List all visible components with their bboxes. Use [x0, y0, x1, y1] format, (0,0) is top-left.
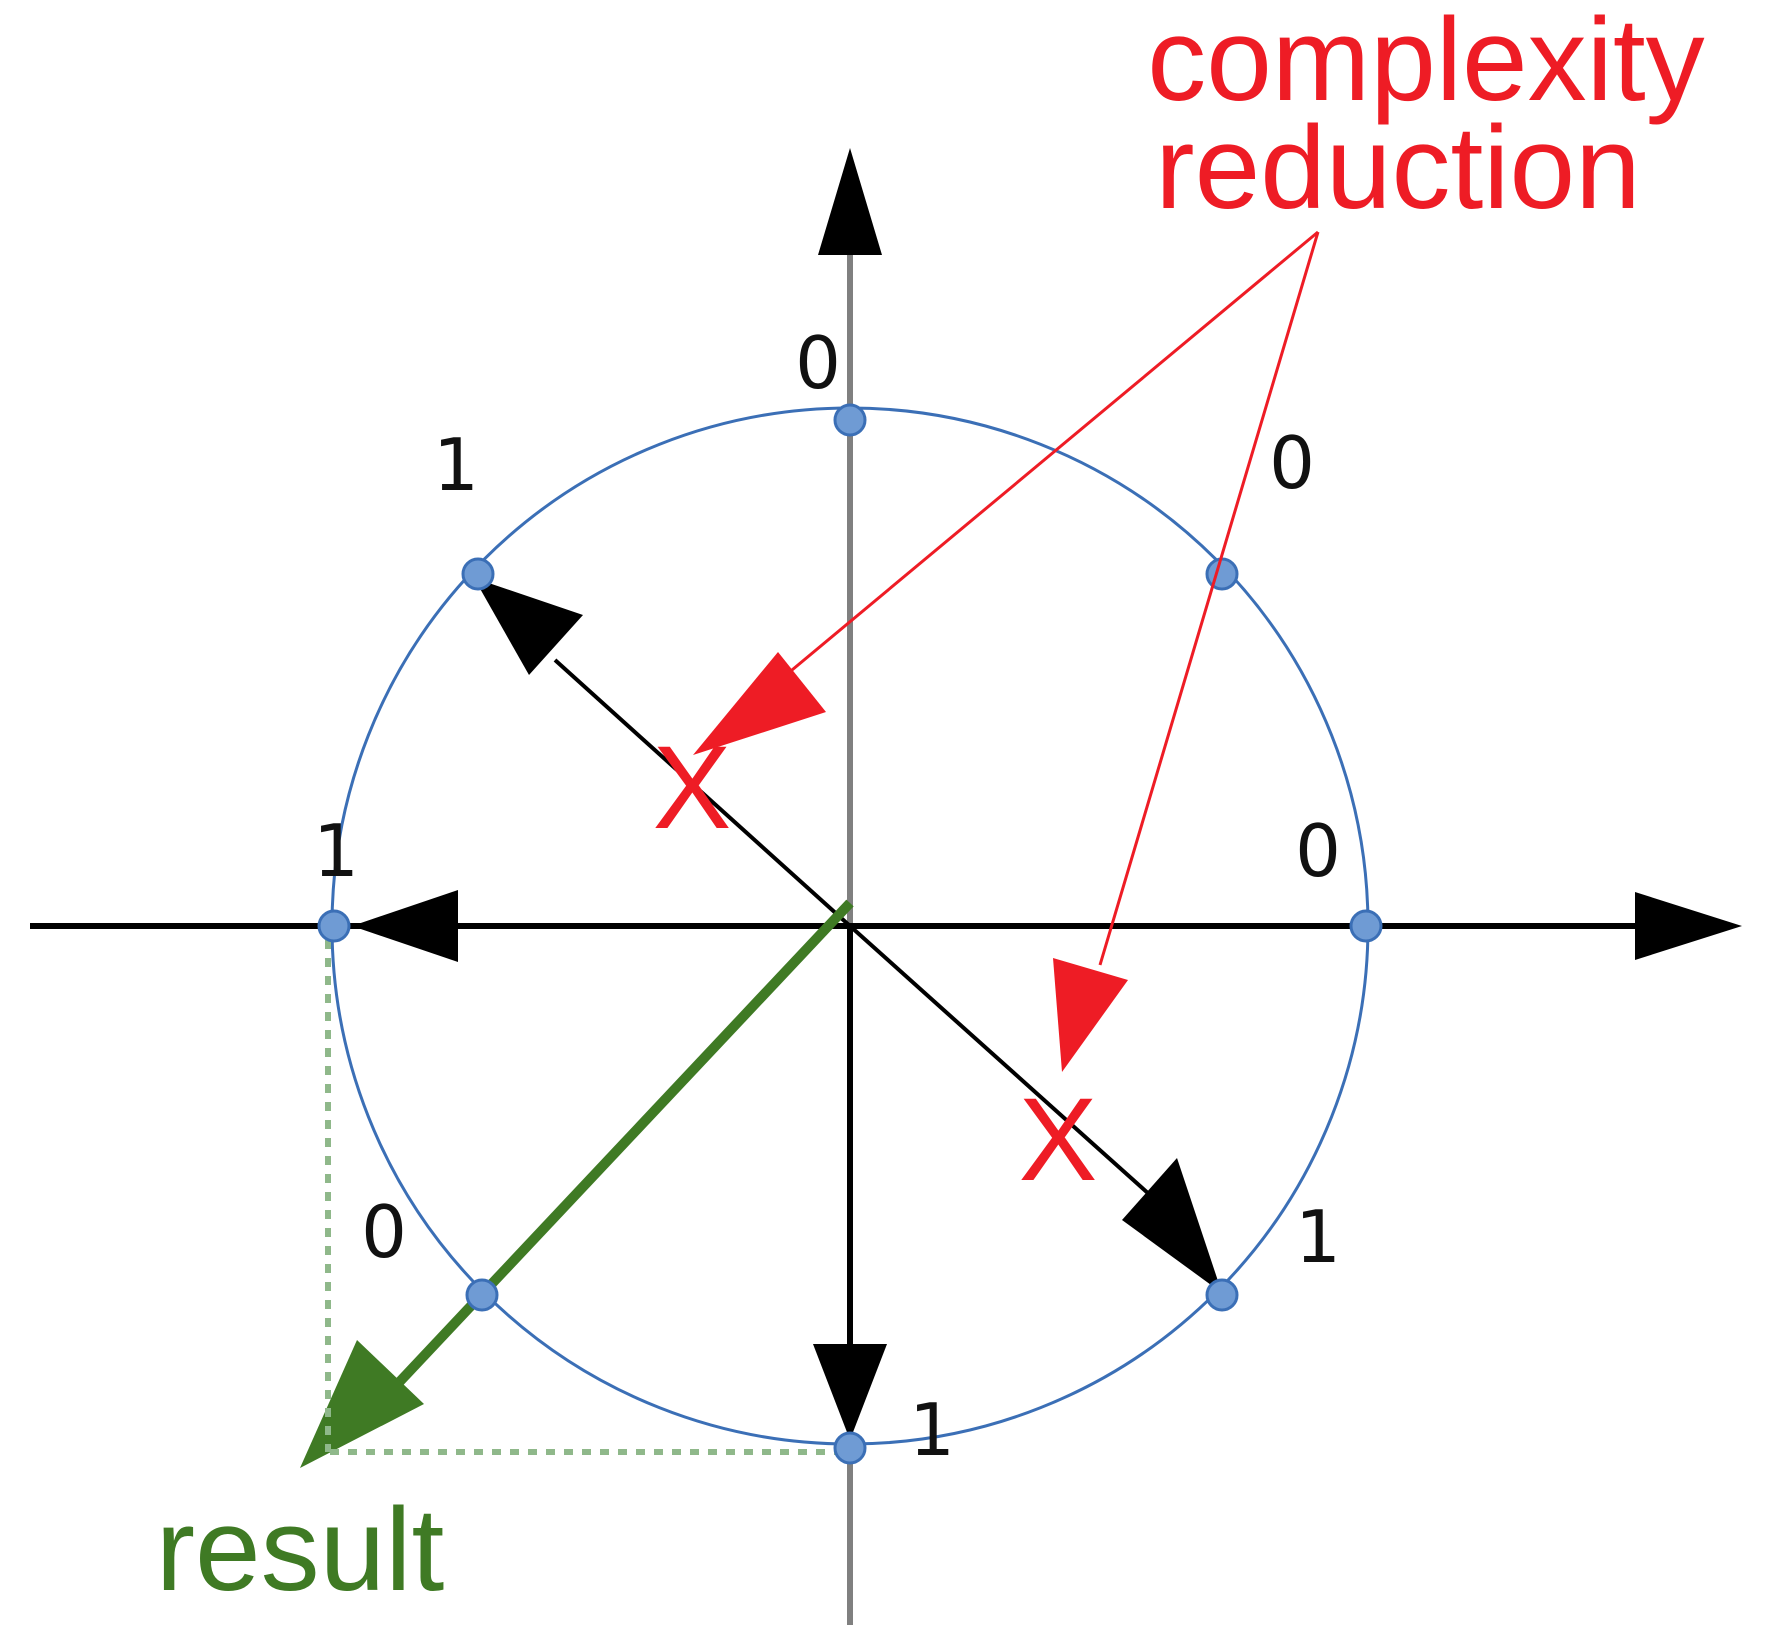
- label-top-left: 1: [433, 423, 479, 507]
- vector-down: [813, 926, 887, 1440]
- label-bottom: 1: [909, 1388, 955, 1472]
- result-label: result: [156, 1484, 445, 1616]
- label-top-right: 0: [1269, 421, 1315, 505]
- point-right: [1349, 909, 1383, 943]
- label-top: 0: [795, 321, 841, 405]
- point-top: [833, 403, 867, 437]
- annotation-text-line2: reduction: [1155, 102, 1640, 234]
- point-top-left: [461, 557, 495, 591]
- point-left: [317, 909, 351, 943]
- cross-mark-lower: X: [1019, 1074, 1098, 1206]
- label-right: 0: [1295, 809, 1341, 893]
- result-vector: [300, 899, 854, 1468]
- vector-up-left: [474, 578, 852, 928]
- annotation-text-line1: complexity: [1147, 0, 1704, 126]
- cross-mark-upper: X: [653, 722, 732, 854]
- point-bottom-left: [465, 1278, 499, 1312]
- annotation-arrow-1: [693, 230, 1319, 755]
- label-bottom-left: 0: [361, 1190, 407, 1274]
- point-bottom-right: [1205, 1278, 1239, 1312]
- annotation-arrow-2: [1053, 231, 1320, 1072]
- vector-down-right: [848, 924, 1222, 1293]
- point-top-right: [1205, 557, 1239, 591]
- label-left: 1: [313, 809, 359, 893]
- point-bottom: [833, 1431, 867, 1465]
- horizontal-axis-arrowhead: [1635, 892, 1742, 960]
- label-bottom-right: 1: [1295, 1195, 1341, 1279]
- vertical-axis-arrowhead: [818, 148, 882, 255]
- vector-left: [352, 890, 850, 962]
